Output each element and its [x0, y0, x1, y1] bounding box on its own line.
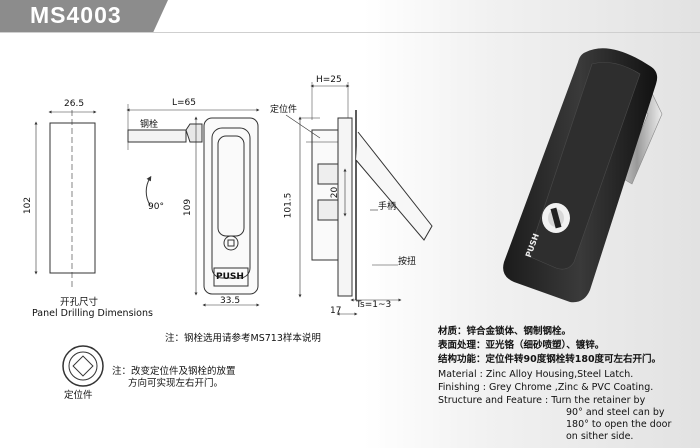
retainer-icon-label: 定位件 [64, 390, 93, 401]
dim-17: 17 [330, 306, 342, 316]
spec-material-en: Material : Zinc Alloy Housing,Steel Latc… [438, 369, 634, 380]
height-101-5-dim: 101.5 [283, 192, 294, 219]
spec-structure-en: Structure and Feature : Turn the retaine… [438, 395, 646, 406]
note-direction-line2: 方向可实现左右开门。 [128, 378, 224, 389]
width-33-5-dim: 33.5 [220, 296, 241, 306]
width-h-dim: H=25 [316, 75, 342, 85]
retainer-icon [62, 345, 104, 387]
note-steel-latch: 注：钢栓选用请参考MS713样本说明 [165, 333, 321, 344]
model-title: MS4003 [30, 2, 122, 28]
product-photo [503, 48, 663, 303]
retainer-callout: 定位件 [270, 105, 298, 115]
side-view [285, 82, 433, 316]
note-direction-line1: 注：改变定位件及钢栓的放置 [112, 366, 236, 377]
length-dim: L=65 [172, 98, 197, 108]
button-label: 按扭 [398, 257, 417, 267]
spec-material-cn: 材质：锌合金锁体、钢制钢栓。 [438, 326, 572, 337]
height-109-dim: 109 [183, 198, 194, 217]
steel-latch-label: 钢栓 [140, 120, 159, 130]
spec-finishing-cn: 表面处理：亚光铬（细砂喷塑）、镀锌。 [438, 340, 605, 351]
spec-structure-en-2: 90° and steel can by [566, 407, 665, 418]
model-tab: MS4003 [0, 0, 168, 33]
dim-20: 20 [330, 186, 341, 199]
header-divider [0, 32, 700, 33]
panel-cutout [34, 110, 97, 290]
front-view [126, 104, 260, 307]
panel-caption-en: Panel Drilling Dimensions [32, 308, 153, 319]
spec-structure-en-3: 180° to open the door [566, 419, 672, 430]
panel-caption-cn: 开孔尺寸 [60, 297, 99, 308]
spec-structure-en-4: on sither side. [566, 431, 634, 442]
panel-height-dim: 102 [23, 196, 34, 215]
push-label: PUSH [216, 272, 244, 282]
handle-label: 手柄 [378, 202, 397, 212]
rotation-label: 90° [148, 202, 164, 212]
spec-structure-cn: 结构功能：定位件转90度钢栓转180度可左右开门。 [438, 354, 662, 365]
ts-dim: Ts=1~3 [356, 300, 392, 310]
spec-finishing-en: Finishing : Grey Chrome ,Zinc & PVC Coat… [438, 382, 654, 393]
panel-width-dim: 26.5 [64, 99, 85, 109]
